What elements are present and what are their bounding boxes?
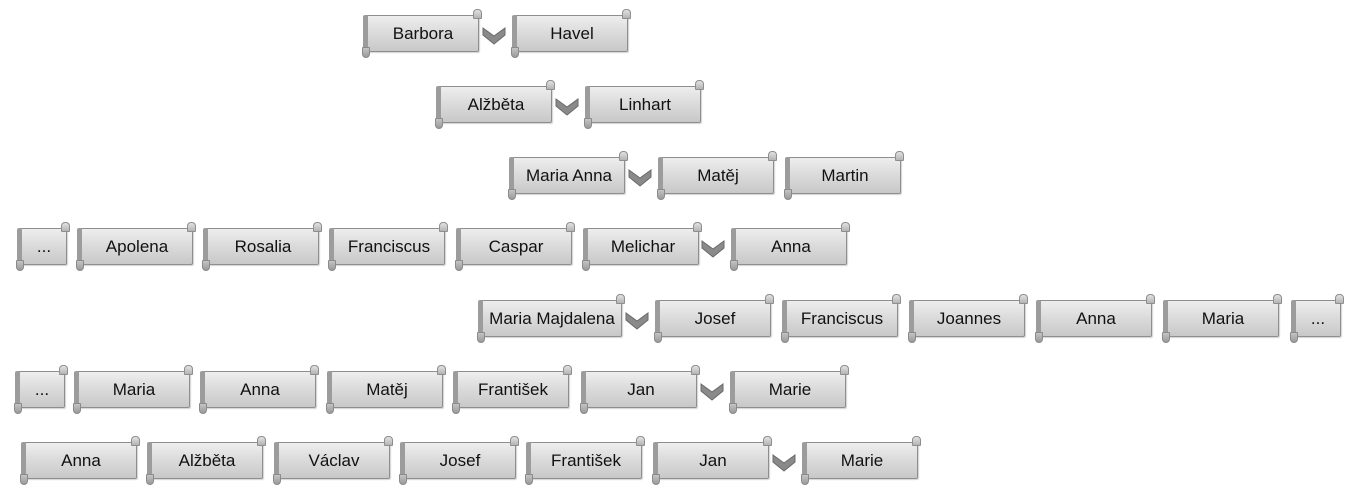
chevron-down-icon xyxy=(772,454,796,472)
person-box: Maria Anna xyxy=(508,151,628,200)
person-box: Anna xyxy=(199,365,319,414)
chevron-down-icon xyxy=(482,27,506,45)
person-box: Franciscus xyxy=(781,294,901,343)
person-box: Melichar xyxy=(582,222,702,271)
person-box: Anna xyxy=(730,222,850,271)
person-box: Matěj xyxy=(326,365,446,414)
person-box: Barbora xyxy=(362,9,482,58)
person-box: Joannes xyxy=(908,294,1028,343)
person-box: ... xyxy=(16,222,70,271)
person-box: Jan xyxy=(580,365,700,414)
person-box: ... xyxy=(14,365,68,414)
chevron-down-icon xyxy=(700,383,724,401)
person-box: Anna xyxy=(20,436,140,485)
person-box: František xyxy=(452,365,572,414)
person-box: Rosalia xyxy=(202,222,322,271)
person-box: Maria xyxy=(1162,294,1282,343)
person-box: Apolena xyxy=(76,222,196,271)
person-box: Josef xyxy=(399,436,519,485)
chevron-down-icon xyxy=(555,98,579,116)
person-box: Marie xyxy=(801,436,921,485)
person-box: Jan xyxy=(652,436,772,485)
person-box: Alžběta xyxy=(146,436,266,485)
person-box: Martin xyxy=(784,151,904,200)
person-box: Josef xyxy=(654,294,774,343)
person-box: Marie xyxy=(729,365,849,414)
person-box: ... xyxy=(1290,294,1344,343)
person-box: Caspar xyxy=(455,222,575,271)
person-box: František xyxy=(525,436,645,485)
person-box: Maria Majdalena xyxy=(477,294,625,343)
person-box: Matěj xyxy=(657,151,777,200)
chevron-down-icon xyxy=(701,240,725,258)
chevron-down-icon xyxy=(628,169,652,187)
person-box: Alžběta xyxy=(435,80,555,129)
person-box: Maria xyxy=(73,365,193,414)
person-box: Václav xyxy=(273,436,393,485)
chevron-down-icon xyxy=(625,312,649,330)
person-box: Linhart xyxy=(584,80,704,129)
person-box: Anna xyxy=(1035,294,1155,343)
person-box: Franciscus xyxy=(328,222,448,271)
person-box: Havel xyxy=(511,9,631,58)
